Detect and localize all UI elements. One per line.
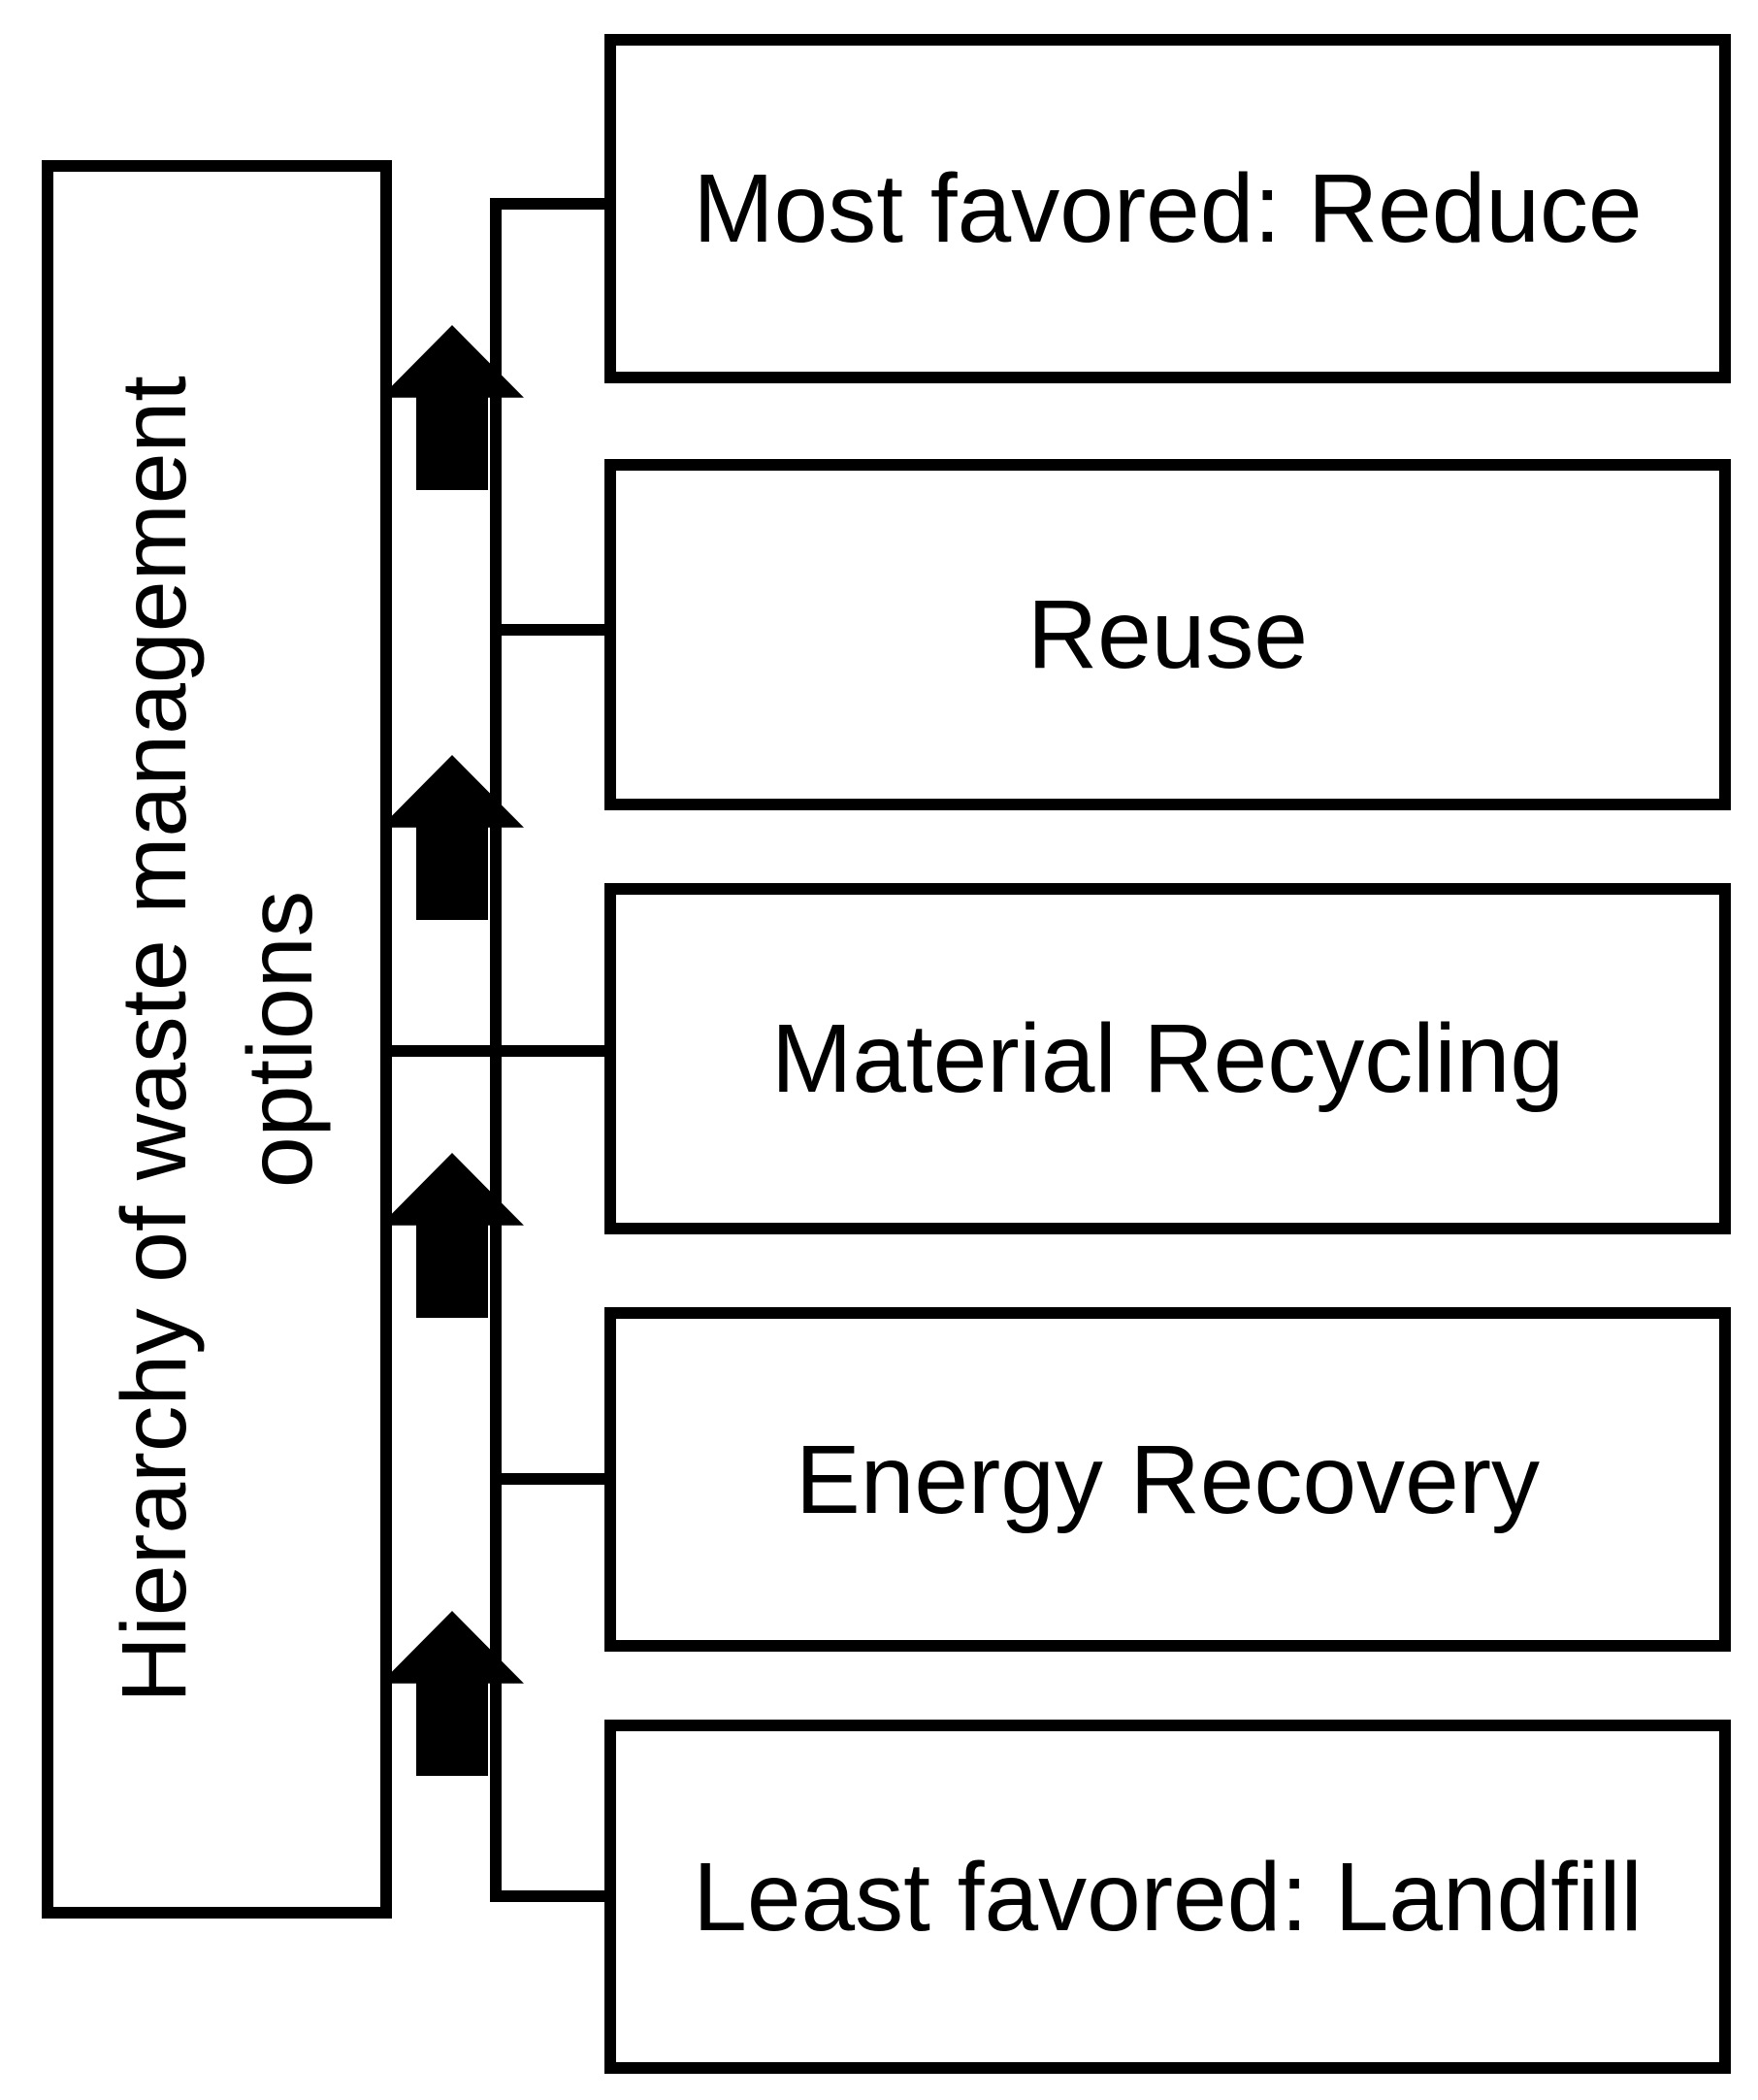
up-arrow-icon bbox=[380, 1153, 524, 1318]
option-box-landfill: Least favored: Landfill bbox=[604, 1720, 1731, 2074]
connector-branch-material-recycling bbox=[386, 1045, 604, 1057]
connector-branch-energy-recovery bbox=[490, 1473, 604, 1485]
option-box-energy-recovery: Energy Recovery bbox=[604, 1307, 1731, 1652]
option-label-landfill: Least favored: Landfill bbox=[693, 1842, 1643, 1952]
up-arrow-icon bbox=[380, 325, 524, 490]
up-arrow-icon bbox=[380, 1611, 524, 1776]
option-label-reduce: Most favored: Reduce bbox=[693, 154, 1643, 263]
category-label-line2: options bbox=[228, 890, 332, 1189]
option-box-material-recycling: Material Recycling bbox=[604, 883, 1731, 1234]
category-box: Hierarchy of waste management options bbox=[42, 160, 392, 1919]
up-arrow-icon bbox=[380, 755, 524, 920]
category-label-line1: Hierarchy of waste management bbox=[102, 376, 206, 1703]
option-label-reuse: Reuse bbox=[1026, 580, 1309, 689]
option-box-reduce: Most favored: Reduce bbox=[604, 34, 1731, 383]
option-label-energy-recovery: Energy Recovery bbox=[796, 1425, 1540, 1534]
category-label-rotated: Hierarchy of waste management options bbox=[91, 172, 343, 1907]
option-label-material-recycling: Material Recycling bbox=[771, 1004, 1564, 1113]
connector-branch-reuse bbox=[490, 624, 604, 636]
connector-branch-reduce bbox=[490, 198, 604, 210]
option-box-reuse: Reuse bbox=[604, 459, 1731, 810]
connector-branch-landfill bbox=[490, 1890, 604, 1902]
